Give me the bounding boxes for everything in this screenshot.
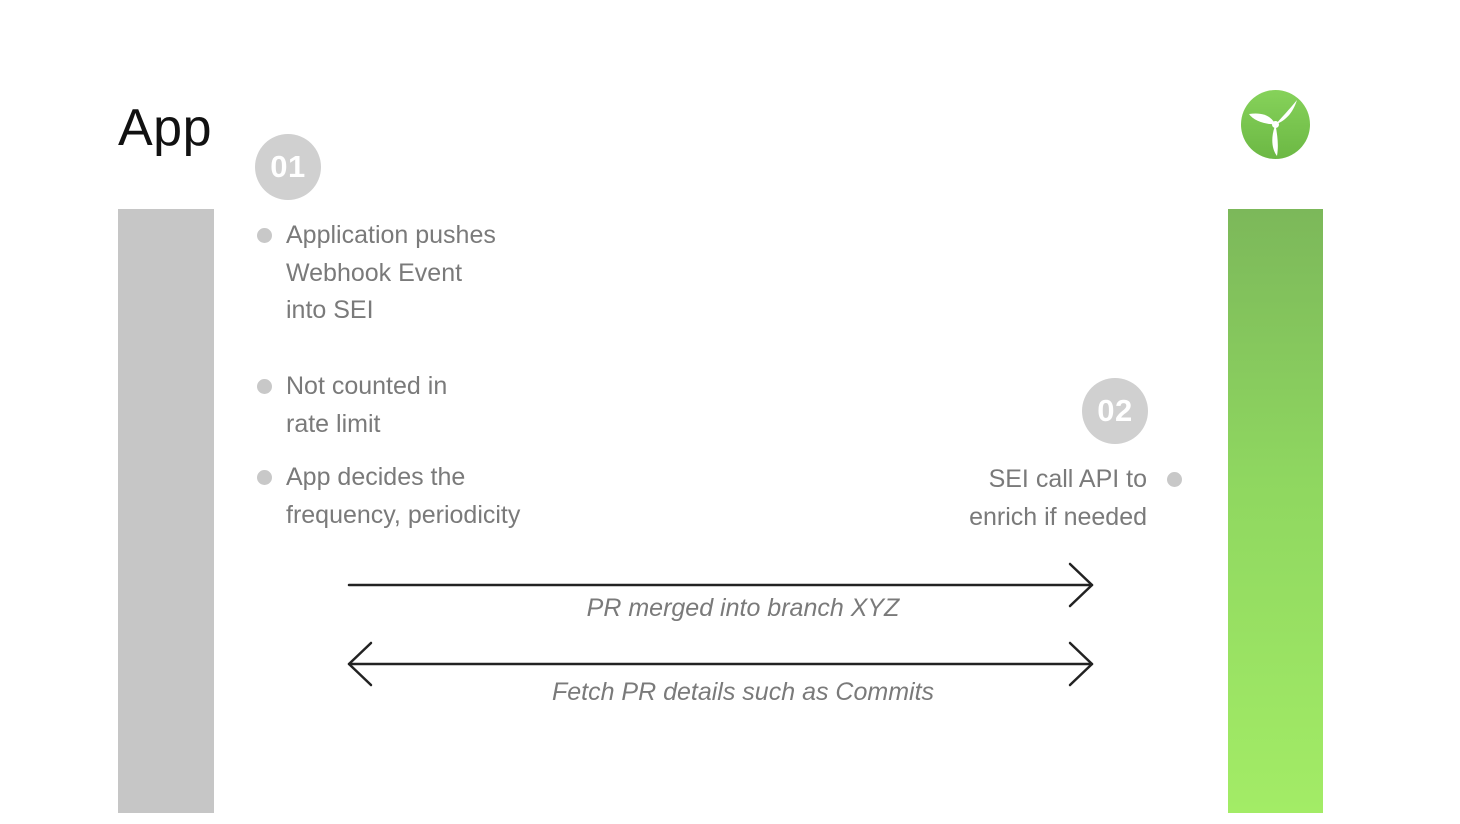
bullet-item: Not counted in rate limit — [257, 368, 448, 443]
arrow-right — [347, 562, 1094, 608]
app-lifeline-bar — [118, 209, 214, 813]
bullet-text: App decides the — [286, 463, 466, 491]
bullet-dot — [257, 379, 272, 394]
bullet-text: Application pushes — [286, 221, 496, 249]
bullet-dot — [1167, 472, 1182, 487]
step-badge-02: 02 — [1082, 378, 1148, 444]
bullet-dot — [257, 470, 272, 485]
bullet-text: into SEI — [286, 296, 374, 324]
arrow-bidirectional — [347, 641, 1094, 687]
arrow-label: Fetch PR details such as Commits — [551, 678, 935, 706]
bullet-item: SEI call API to enrich if needed — [900, 461, 1182, 536]
bullet-dot — [257, 228, 272, 243]
bullet-text: rate limit — [286, 409, 381, 438]
arrow-label: PR merged into branch XYZ — [586, 594, 900, 622]
sei-lifeline-bar — [1228, 209, 1323, 813]
app-title: App — [118, 99, 213, 157]
bullet-item: Application pushes Webhook Event into SE… — [257, 217, 496, 330]
bullet-text: enrich if needed — [969, 502, 1147, 531]
bullet-text: Webhook Event — [286, 258, 463, 287]
bullet-text: frequency, periodicity — [286, 500, 521, 529]
fan-blades-icon — [1241, 90, 1310, 159]
step-badge-01: 01 — [255, 134, 321, 200]
bullet-item: App decides the frequency, periodicity — [257, 459, 521, 534]
bullet-text: SEI call API to — [988, 465, 1147, 493]
bullet-text: Not counted in — [286, 372, 448, 400]
